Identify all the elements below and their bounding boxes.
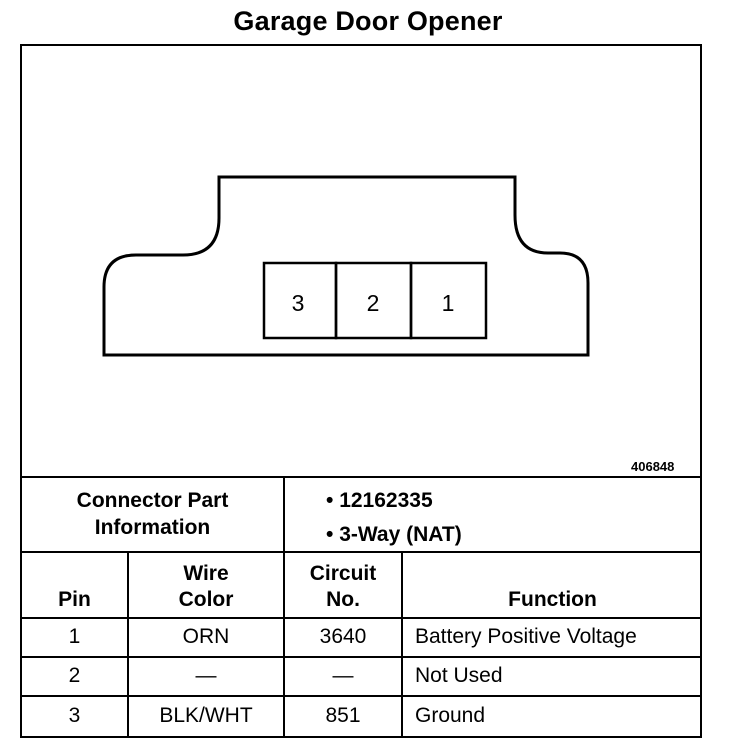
- figure-number: 406848: [631, 459, 675, 474]
- cavity-1: [409, 261, 488, 340]
- header-function: Function: [508, 587, 597, 611]
- col-rule-function: [401, 551, 403, 738]
- table-row-wire-color: ORN: [182, 625, 230, 649]
- table-row-circuit: —: [332, 664, 354, 688]
- header-circuit: Circuit No.: [309, 561, 377, 611]
- cavity-label-3: 3: [292, 290, 305, 316]
- header-bottom-rule: [20, 617, 702, 619]
- col-rule-circuit: [283, 476, 285, 738]
- connector-info-list: • 12162335 • 3-Way (NAT): [326, 484, 462, 552]
- row-rule-1: [20, 656, 702, 658]
- connector-outline: [102, 175, 590, 357]
- connector-info-item: • 12162335: [326, 489, 433, 512]
- header-wire-color: Wire Color: [178, 561, 234, 611]
- col-rule-wire: [127, 551, 129, 738]
- table-row-function: Ground: [415, 704, 486, 728]
- row-rule-2: [20, 695, 702, 697]
- table-row-pin: 2: [68, 664, 81, 688]
- cavity-label-2: 2: [367, 290, 380, 316]
- header-top-rule: [20, 551, 702, 553]
- header-pin: Pin: [58, 587, 91, 611]
- page-title: Garage Door Opener: [233, 6, 503, 36]
- table-row-pin: 3: [68, 704, 81, 728]
- table-row-function: Not Used: [415, 664, 503, 688]
- connector-info-label: Connector Part Information: [76, 489, 229, 539]
- connector-info-item: • 3-Way (NAT): [326, 523, 462, 546]
- diagram-frame: [20, 44, 702, 738]
- table-row-function: Battery Positive Voltage: [415, 625, 637, 649]
- cavity-label-1: 1: [442, 290, 455, 316]
- table-row-pin: 1: [68, 625, 81, 649]
- table-row-circuit: 3640: [319, 625, 367, 649]
- table-row-wire-color: —: [195, 664, 217, 688]
- table-row-wire-color: BLK/WHT: [159, 704, 253, 728]
- table-row-circuit: 851: [325, 704, 361, 728]
- table-top-rule: [20, 476, 702, 478]
